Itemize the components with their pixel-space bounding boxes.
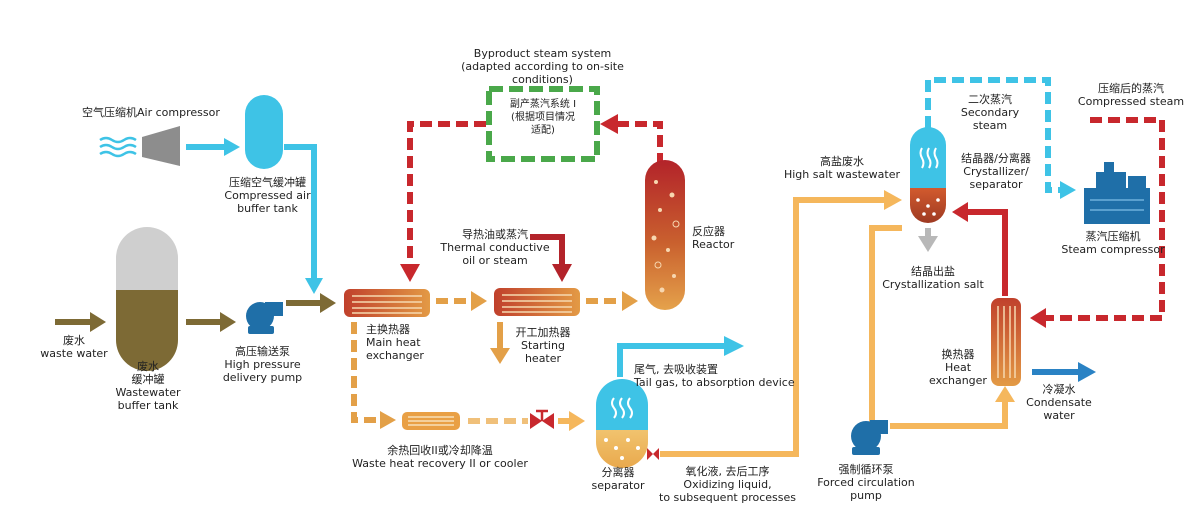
condensate-water-label: 冷凝水 Condensate water — [1026, 383, 1092, 422]
high-pressure-pump-icon — [246, 302, 283, 334]
steam-compressor-label: 蒸汽压缩机 Steam compressor — [1061, 230, 1165, 256]
forced-circulation-pump-label: 强制循环泵 Forced circulation pump — [817, 463, 915, 502]
starting-heater-label: 开工加热器 Starting heater — [515, 326, 571, 365]
exchanger-to-recovery-line — [351, 322, 380, 423]
oxidizing-liquid-label: 氧化液, 去后工序 Oxidizing liquid, to subsequen… — [659, 465, 796, 504]
waste-water-label: 废水 waste water — [40, 334, 108, 360]
arrowhead — [724, 336, 744, 356]
arrowhead — [600, 114, 618, 134]
byproduct-box-label: 副产蒸汽系统 I (根据项目情况 适配) — [509, 99, 577, 136]
separator-label: 分离器 separator — [591, 466, 645, 492]
arrowhead — [952, 202, 968, 222]
thermal-oil-label: 导热油或蒸汽 Thermal conductive oil or steam — [440, 228, 550, 267]
byproduct-return-line — [616, 121, 663, 165]
crystallizer — [910, 127, 946, 223]
arrowhead — [320, 293, 336, 313]
pump-to-exchanger-line-2 — [890, 400, 1008, 429]
arrowhead — [90, 312, 106, 332]
starting-heater — [494, 288, 580, 316]
heat-exchanger — [991, 298, 1021, 386]
waste-heat-recovery-label: 余热回收II或冷却降温 Waste heat recovery II or co… — [352, 444, 528, 470]
arrowhead — [569, 411, 585, 431]
steam-compressor-icon — [1084, 162, 1150, 224]
byproduct-steam-box — [486, 86, 600, 162]
compressed-air-tank — [245, 95, 283, 169]
compressed-steam-line — [1046, 117, 1165, 321]
compressed-steam-label: 压缩后的蒸汽 Compressed steam — [1077, 82, 1185, 108]
tail-gas-label: 尾气, 去吸收装置 Tail gas, to absorption device — [634, 363, 795, 389]
heat-exchanger-label: 换热器 Heat exchanger — [929, 348, 987, 387]
compressed-air-tank-label: 压缩空气缓冲罐 Compressed air buffer tank — [224, 176, 311, 215]
reactor-label: 反应器 Reactor — [692, 225, 735, 251]
arrowhead — [918, 236, 938, 252]
valve-icon — [530, 409, 554, 429]
high-salt-wastewater-line — [660, 197, 884, 457]
secondary-steam-line — [925, 77, 1060, 193]
arrowhead — [305, 278, 323, 294]
hp-pump-label: 高压输送泵 High pressure delivery pump — [222, 345, 303, 384]
air-to-exchanger-line — [284, 144, 317, 280]
separator — [596, 379, 648, 468]
crystallization-salt-label: 结晶出盐 Crystallization salt — [882, 265, 984, 291]
arrowhead — [1060, 181, 1076, 199]
outlet-valve-icon — [647, 448, 659, 460]
arrowhead — [995, 386, 1015, 402]
arrowhead — [490, 348, 510, 364]
main-heat-exchanger-label: 主换热器 Main heat exchanger — [366, 323, 424, 362]
wastewater-buffer-tank — [116, 227, 178, 371]
crystallizer-label: 结晶器/分离器 Crystallizer/ separator — [961, 152, 1031, 191]
byproduct-supply-line — [407, 121, 486, 266]
byproduct-system-caption: Byproduct steam system (adapted accordin… — [461, 47, 624, 86]
arrowhead — [552, 264, 572, 282]
arrowhead — [471, 291, 487, 311]
arrowhead — [400, 264, 420, 282]
exchanger-to-crystallizer-line — [968, 209, 1008, 296]
air-compressor-label: 空气压缩机Air compressor — [82, 106, 220, 119]
waste-heat-recovery-exchanger — [402, 412, 460, 430]
arrowhead — [224, 138, 240, 156]
arrowhead — [1030, 308, 1046, 328]
thermal-oil-line — [530, 234, 565, 266]
high-salt-wastewater-label: 高盐废水 High salt wastewater — [783, 155, 900, 181]
arrowhead — [380, 411, 396, 429]
arrowhead — [622, 291, 638, 311]
air-compressor-icon — [99, 126, 180, 166]
reactor — [645, 160, 685, 310]
arrowhead — [884, 190, 902, 210]
arrowhead — [1078, 362, 1096, 382]
circulation-line — [869, 225, 902, 422]
wastewater-buffer-tank-label: 废水 缓冲罐 Wastewater buffer tank — [115, 360, 181, 412]
main-heat-exchanger — [344, 289, 430, 317]
tail-gas-line — [617, 343, 724, 377]
forced-circulation-pump-icon — [851, 420, 888, 455]
secondary-steam-label: 二次蒸汽 Secondary steam — [960, 93, 1020, 132]
arrowhead — [220, 312, 236, 332]
